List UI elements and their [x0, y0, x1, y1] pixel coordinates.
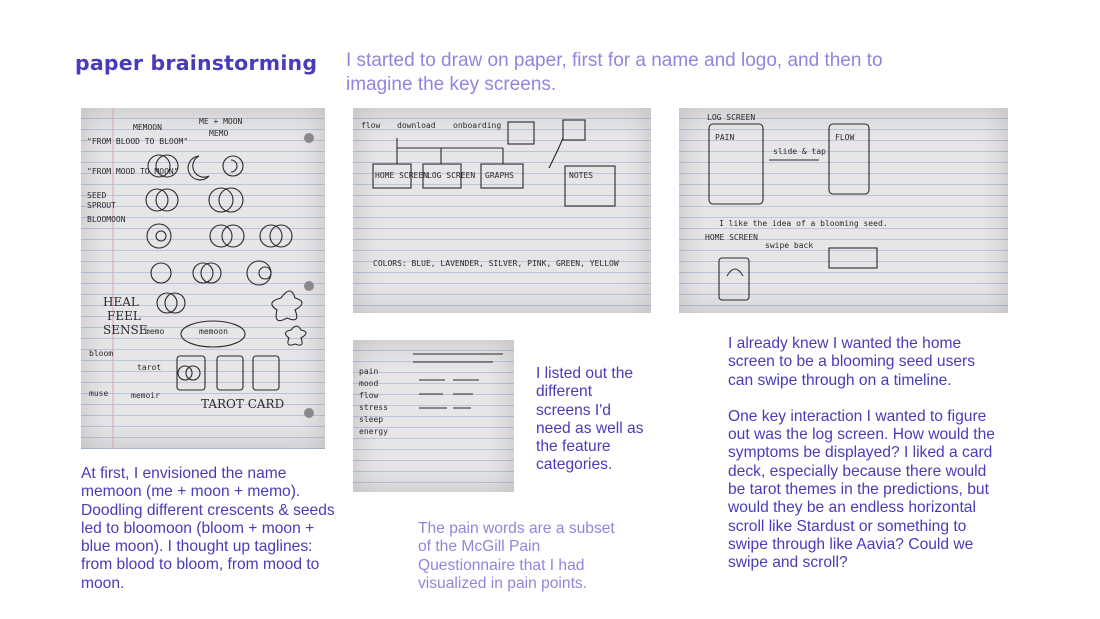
list-scribbles: [413, 353, 503, 409]
photo-note: stress: [359, 403, 388, 412]
photo-note: "FROM MOOD TO MOON": [87, 167, 179, 176]
photo-note: muse: [89, 389, 108, 398]
caption-log-screen: I already knew I wanted the home screen …: [728, 335, 1000, 573]
photo-note: I like the idea of a blooming seed.: [719, 219, 888, 228]
section-heading: paper brainstorming: [75, 51, 318, 75]
photo-note: onboarding: [453, 121, 501, 130]
photo-note: download: [397, 121, 436, 130]
caption-logo-text: At first, I envisioned the name memoon (…: [81, 465, 335, 592]
photo-note: SEED: [87, 191, 106, 200]
flow-sketch-photo: flow download onboarding HOME SCREEN LOG…: [353, 108, 651, 313]
log-screen-sketch-photo: LOG SCREEN PAIN FLOW slide & tap I like …: [679, 108, 1008, 313]
flow-boxes: [372, 119, 616, 207]
photo-note: flow: [361, 121, 380, 130]
photo-note: pain: [359, 367, 378, 376]
photo-note: COLORS: BLUE, LAVENDER, SILVER, PINK, GR…: [373, 259, 619, 268]
photo-note: GRAPHS: [485, 171, 514, 180]
photo-note: "FROM BLOOD TO BLOOM": [87, 137, 188, 146]
caption-logo: At first, I envisioned the name memoon (…: [81, 465, 343, 593]
caption-log-text: One key interaction I wanted to figure o…: [728, 407, 995, 572]
photo-note: sleep: [359, 415, 383, 424]
photo-note: slide & tap: [773, 147, 826, 156]
photo-note: MEMO: [209, 129, 228, 138]
caption-pain-words-text: The pain words are a subset of the McGil…: [418, 520, 615, 592]
photo-note: LOG SCREEN: [707, 113, 755, 122]
photo-note: bloom: [89, 349, 113, 358]
photo-note: HEAL: [103, 295, 139, 309]
photo-note: LOG SCREEN: [427, 171, 475, 180]
photo-note: PAIN: [715, 133, 734, 142]
photo-note: MEMOON: [133, 123, 162, 132]
photo-note: HOME SCREEN: [375, 171, 428, 180]
photo-note: swipe back: [765, 241, 813, 250]
logo-sketch-photo: MEMOON ME + MOON MEMO "FROM BLOOD TO BLO…: [81, 108, 325, 449]
phone-sketches: [708, 123, 878, 301]
caption-pain-words: The pain words are a subset of the McGil…: [418, 520, 623, 593]
photo-note: FEEL: [107, 309, 141, 323]
photo-note: mood: [359, 379, 378, 388]
photo-note: ME + MOON: [199, 117, 243, 126]
photo-note: energy: [359, 427, 388, 436]
caption-screens-text: I listed out the different screens I'd n…: [536, 365, 644, 474]
photo-note: TAROT CARD: [201, 397, 284, 411]
photo-note: memoir: [131, 391, 160, 400]
photo-note: tarot: [137, 363, 161, 372]
photo-note: SENSE: [103, 323, 147, 337]
photo-note: memo: [145, 327, 164, 336]
screen-list-photo: pain mood flow stress sleep energy: [353, 340, 514, 492]
photo-note: HOME SCREEN: [705, 233, 758, 242]
photo-note: memoon: [199, 327, 228, 336]
photo-note: flow: [359, 391, 378, 400]
intro-text: I started to draw on paper, first for a …: [346, 50, 883, 95]
photo-note: SPROUT: [87, 201, 116, 210]
photo-note: BLOOMOON: [87, 215, 126, 224]
photo-note: FLOW: [835, 133, 854, 142]
caption-screens: I listed out the different screens I'd n…: [536, 365, 644, 475]
moon-doodles: [145, 154, 307, 391]
photo-note: NOTES: [569, 171, 593, 180]
caption-home-text: I already knew I wanted the home screen …: [728, 335, 976, 389]
